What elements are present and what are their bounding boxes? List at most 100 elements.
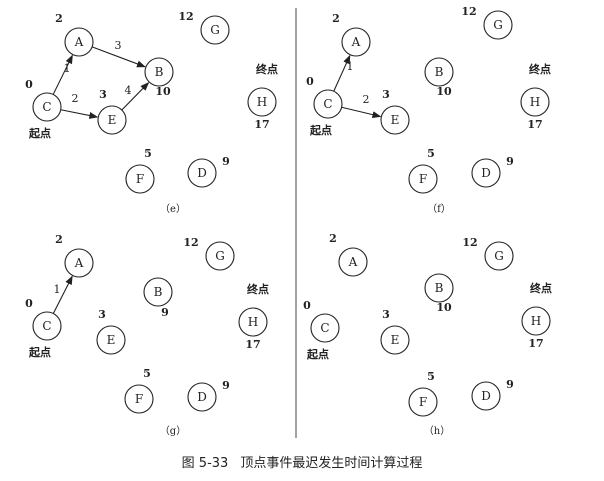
node-time-value: 10 [436,301,452,314]
node-F: F5 [408,370,438,417]
node-letter: C [42,319,51,333]
node-letter: E [391,333,400,347]
panel-label-e: （e） [160,203,186,215]
node-time-value: 10 [436,85,452,98]
edge-weight-C-E: 2 [72,92,79,105]
end-point-label: 终点 [247,282,269,296]
node-letter: F [135,392,143,406]
node-circle [238,307,268,337]
start-point-label: 起点 [28,345,51,359]
node-time-value: 3 [382,88,390,101]
edge-C-A [52,54,73,95]
node-letter: D [481,166,491,180]
node-H: H 17 终点 [238,282,269,351]
node-B: B 10 [144,57,174,98]
node-F: F5 [408,147,438,194]
node-letter: G [215,249,225,263]
node-letter: H [530,95,540,109]
node-time-value: 5 [144,147,152,160]
node-time-value: 10 [155,85,171,98]
node-circle [143,277,173,307]
node-letter: H [248,315,258,329]
node-time-value: 9 [222,379,230,392]
node-circle [483,10,513,40]
edge-weight-E-B: 4 [125,84,132,97]
node-letter: F [136,172,144,186]
node-circle [64,248,94,278]
node-letter: B [435,65,444,79]
node-time-value: 12 [178,10,193,23]
node-circle [64,27,94,57]
node-letter: H [257,95,267,109]
node-G: G 12 [178,10,230,45]
panel-label-g: （g） [160,425,186,437]
node-B: B 10 [424,57,454,98]
node-time-value: 9 [506,378,514,391]
node-time-value: 17 [527,118,542,131]
node-letter: G [493,18,503,32]
node-D: D9 [187,155,230,188]
node-letter: G [210,23,220,37]
node-A: A2 [329,232,368,277]
node-time-value: 9 [161,306,169,319]
node-letter: F [419,395,427,409]
node-circle [424,273,454,303]
node-circle [380,105,410,135]
node-letter: E [107,333,116,347]
edge-C-A [333,54,351,92]
edge-weight-C-E: 2 [363,93,370,106]
end-point-label: 终点 [530,281,552,295]
node-E: E3 [380,88,410,135]
node-letter: C [320,321,329,335]
node-G: G 12 [183,236,235,271]
node-B: B10 [424,273,454,314]
node-E: E3 [97,88,127,135]
start-point-label: 起点 [28,126,51,140]
node-letter: A [351,35,361,49]
node-G: G12 [462,236,514,271]
edge-weight-C-A: 1 [347,60,354,73]
node-A: A2 [55,12,94,57]
node-letter: H [531,314,541,328]
node-time-value: 17 [245,338,260,351]
node-time-value: 2 [329,232,337,245]
edge-E-B [121,82,150,111]
panels: 1324A2B10C0起点D9E3F5G12H17终点（e）12A2B10C0起… [25,5,552,437]
node-letter: A [74,35,84,49]
node-time-value: 9 [506,155,514,168]
node-circle [97,105,127,135]
node-letter: B [154,285,163,299]
node-circle [424,57,454,87]
node-letter: E [391,113,400,127]
node-D: D9 [471,378,514,411]
figure-title: 顶点事件最迟发生时间计算过程 [240,456,423,471]
node-circle [200,15,230,45]
node-time-value: 3 [99,88,107,101]
node-E: E3 [380,308,410,355]
node-circle [125,164,155,194]
node-A: A2 [55,233,94,278]
node-circle [144,57,174,87]
node-letter: A [74,256,84,270]
node-time-value: 17 [254,118,269,131]
node-circle [338,247,368,277]
edge-weight-C-A: 1 [54,283,61,296]
node-circle [380,325,410,355]
node-letter: G [494,249,504,263]
node-circle [471,381,501,411]
node-circle [32,92,62,122]
node-circle [32,311,62,341]
node-time-value: 12 [183,236,198,249]
node-letter: B [155,65,164,79]
node-circle [408,387,438,417]
